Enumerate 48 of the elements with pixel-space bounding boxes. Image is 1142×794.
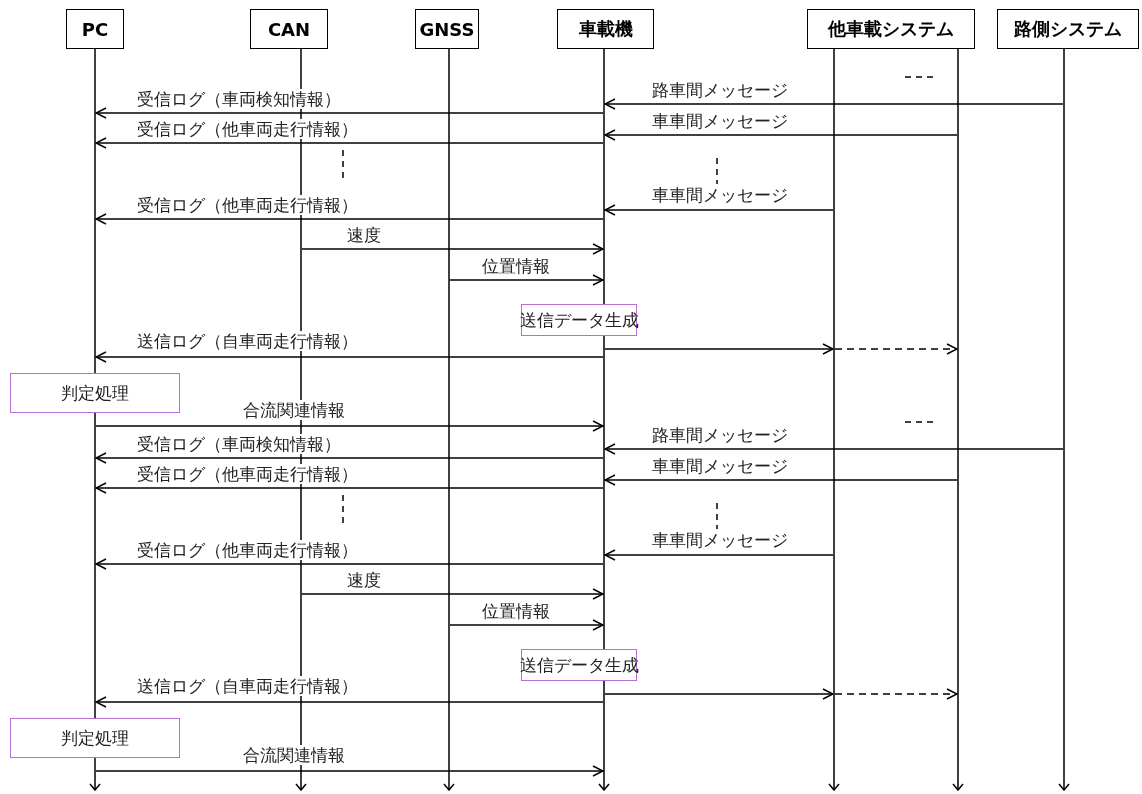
message-arrow: [834, 343, 958, 355]
lifeline: [443, 49, 455, 791]
lifeline: [1058, 49, 1070, 791]
participant-box: 他車載システム: [807, 9, 975, 49]
message-arrow: [449, 619, 604, 631]
message-arrow: [604, 343, 834, 355]
message-arrow: [449, 274, 604, 286]
edge-label: 合流関連情報: [241, 400, 347, 420]
message-arrow: [95, 558, 604, 570]
lifeline: [952, 49, 964, 791]
edge-label: 速度: [345, 570, 383, 590]
message-arrow: [604, 98, 1064, 110]
message-arrow: [95, 351, 604, 363]
process-box: 判定処理: [10, 718, 180, 758]
message-arrow: [95, 213, 604, 225]
message-arrow: [604, 443, 1064, 455]
message-arrow: [301, 243, 604, 255]
participant-box: CAN: [250, 9, 328, 49]
message-arrow: [95, 765, 604, 777]
participant-box: 路側システム: [997, 9, 1139, 49]
message-arrow: [604, 204, 834, 216]
message-arrow: [95, 137, 604, 149]
participant-box: GNSS: [415, 9, 479, 49]
participant-box: PC: [66, 9, 124, 49]
message-arrow: [604, 688, 834, 700]
message-arrow: [604, 129, 958, 141]
message-arrow: [604, 549, 834, 561]
message-arrow: [95, 696, 604, 708]
message-arrow: [604, 474, 958, 486]
edge-label: 位置情報: [480, 256, 552, 276]
edge-label: 車車間メッセージ: [650, 185, 790, 205]
process-box: 判定処理: [10, 373, 180, 413]
message-arrow: [301, 588, 604, 600]
edge-label: 車車間メッセージ: [650, 456, 790, 476]
edge-label: 車車間メッセージ: [650, 530, 790, 550]
edge-label: 路車間メッセージ: [650, 80, 790, 100]
edge-label: 位置情報: [480, 601, 552, 621]
lifeline: [828, 49, 840, 791]
message-arrow: [95, 452, 604, 464]
edge-label: 速度: [345, 225, 383, 245]
message-arrow: [95, 420, 604, 432]
participant-box: 車載機: [557, 9, 654, 49]
edge-label: 車車間メッセージ: [650, 111, 790, 131]
edge-label: 路車間メッセージ: [650, 425, 790, 445]
edge-label: 合流関連情報: [241, 745, 347, 765]
message-arrow: [834, 688, 958, 700]
message-arrow: [95, 107, 604, 119]
message-arrow: [95, 482, 604, 494]
